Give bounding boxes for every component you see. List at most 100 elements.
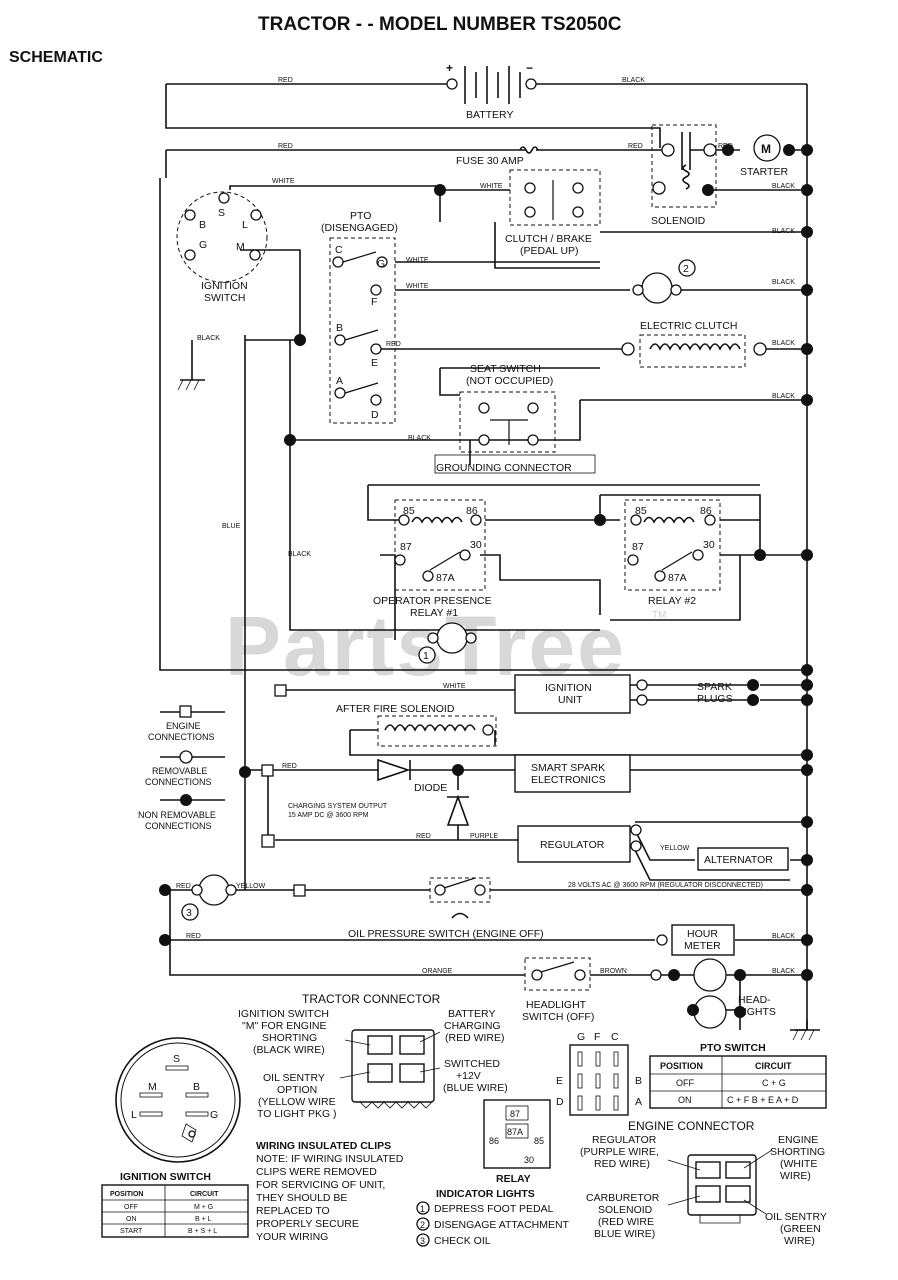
note-6: PROPERLY SECURE (256, 1218, 359, 1230)
wire-label-blue: BLUE (222, 523, 241, 530)
pto-term-g: G (377, 258, 385, 270)
solenoid: SOLENOID (651, 124, 717, 227)
relay-face-title: RELAY (496, 1173, 531, 1185)
tc-right-top-1: CHARGING (444, 1020, 501, 1032)
wire-label-white-1: WHITE (272, 178, 295, 185)
starter: M STARTER (722, 134, 813, 196)
headlight-switch-label-2: SWITCH (OFF) (522, 1011, 594, 1023)
wire-label-red-3: RED (628, 143, 643, 150)
ind-num-2: 2 (420, 1220, 425, 1230)
legend: ENGINE CONNECTIONS REMOVABLE CONNECTIONS… (138, 705, 225, 831)
headlights-label-1: HEAD- (738, 994, 771, 1006)
clutch-brake-switch: CLUTCH / BRAKE (PEDAL UP) (505, 169, 813, 257)
battery-minus: − (526, 61, 533, 75)
wire-label-brown: BROWN (600, 968, 627, 975)
ign-table-h-pos: POSITION (110, 1191, 143, 1198)
pto-switch-table: PTO SWITCH POSITION CIRCUIT OFF C + G ON… (649, 1042, 827, 1109)
pto-term-f: F (371, 296, 377, 308)
ign-table-r3-pos: START (120, 1228, 143, 1235)
tc-left-top-3: (BLACK WIRE) (253, 1044, 325, 1056)
pto-term-e: E (371, 357, 378, 369)
note-4: THEY SHOULD BE (256, 1192, 347, 1204)
tc-left-bot-1: OPTION (277, 1084, 317, 1096)
headlights-label-2: LIGHTS (738, 1006, 776, 1018)
relay-face-86: 86 (489, 1136, 499, 1146)
pto-table-r2-circ: C + F B + E A + D (727, 1095, 799, 1105)
indicator-lights-title: INDICATOR LIGHTS (436, 1188, 535, 1200)
oil-pressure-switch-label: OIL PRESSURE SWITCH (ENGINE OFF) (348, 928, 544, 940)
relay-2: 85 86 87 30 87A RELAY #2 (624, 499, 813, 607)
clutch-brake-label-1: CLUTCH / BRAKE (505, 233, 592, 245)
pto-face-g: G (577, 1031, 585, 1043)
wire-label-white-4: WHITE (406, 283, 429, 290)
wire-label-red-7: RED (416, 833, 431, 840)
after-fire-label: AFTER FIRE SOLENOID (336, 703, 455, 715)
watermark-tm: TM (652, 610, 666, 621)
legend-engine-2: CONNECTIONS (148, 732, 215, 742)
relay2-pin-87: 87 (632, 541, 644, 553)
starter-motor-m: M (761, 142, 771, 156)
indicator-3-num: 3 (186, 907, 192, 919)
battery-symbol: + − BATTERY (446, 61, 537, 121)
relay1-pin-85: 85 (403, 505, 415, 517)
relay-face-85: 85 (534, 1136, 544, 1146)
wire-label-red-8: RED (176, 883, 191, 890)
pto-face-f: F (594, 1031, 600, 1043)
fuse-label: FUSE 30 AMP (456, 155, 524, 167)
pto-term-d: D (371, 409, 379, 421)
relay-face-87: 87 (510, 1109, 520, 1119)
ign-label-2: SWITCH (204, 292, 245, 304)
page-subtitle: SCHEMATIC (9, 49, 103, 66)
ec-right-top-3: WIRE) (780, 1170, 811, 1182)
indicator-light-2: 2 (632, 259, 813, 304)
wire-label-yellow-2: YELLOW (236, 883, 266, 890)
battery-plus: + (446, 61, 453, 75)
ign-label-1: IGNITION (201, 280, 248, 292)
smart-spark: DIODE SMART SPARK ELECTRONICS (239, 754, 813, 826)
ec-right-top-1: SHORTING (770, 1146, 825, 1158)
pto-switch-schematic: PTO (DISENGAGED) C G F B E A D (321, 210, 398, 424)
pto-face-b: B (635, 1075, 642, 1087)
after-fire-solenoid: AFTER FIRE SOLENOID (336, 703, 813, 761)
relay2-label: RELAY #2 (648, 595, 696, 607)
grounding-connector-label: GROUNDING CONNECTOR (436, 462, 572, 474)
pto-table-r1-circ: C + G (762, 1078, 786, 1088)
pto-face-e: E (556, 1075, 563, 1087)
note-3: FOR SERVICING OF UNIT, (256, 1179, 385, 1191)
ign-term-m: M (236, 241, 245, 253)
pto-term-a: A (336, 375, 343, 387)
ind-num-1: 1 (420, 1204, 425, 1214)
pto-label-1: PTO (350, 210, 371, 222)
ign-term-b: B (199, 219, 206, 231)
indicator-lights-legend: INDICATOR LIGHTS 1 DEPRESS FOOT PEDAL 2 … (416, 1188, 570, 1247)
ec-left-top-0: REGULATOR (592, 1134, 657, 1146)
ec-right-top-2: (WHITE (780, 1158, 817, 1170)
wire-label-black-3: BLACK (772, 228, 795, 235)
wiring (159, 83, 820, 1041)
tc-left-bot-0: OIL SENTRY (263, 1072, 325, 1084)
wire-label-black-5: BLACK (197, 335, 220, 342)
note-0: WIRING INSULATED CLIPS (256, 1140, 391, 1152)
electric-clutch: ELECTRIC CLUTCH (621, 320, 813, 406)
ec-left-top-2: RED WIRE) (594, 1158, 650, 1170)
note-2: CLIPS WERE REMOVED (256, 1166, 377, 1178)
wire-label-black-11: BLACK (772, 968, 795, 975)
wire-label-red-5: RED (386, 341, 401, 348)
tc-right-top-2: (RED WIRE) (445, 1032, 505, 1044)
note-5: REPLACED TO (256, 1205, 330, 1217)
ec-right-bot-2: WIRE) (784, 1235, 815, 1247)
relay1-pin-87a: 87A (436, 572, 455, 584)
wire-label-black-9: BLACK (288, 551, 311, 558)
relay2-pin-87a: 87A (668, 572, 687, 584)
tc-left-top-0: IGNITION SWITCH (238, 1008, 329, 1020)
relay-face: 87 87A 86 85 30 RELAY (483, 1099, 551, 1185)
ign-face-s: S (173, 1053, 180, 1065)
note-1: NOTE: IF WIRING INSULATED (256, 1153, 404, 1165)
charging-output-1: CHARGING SYSTEM OUTPUT (288, 803, 388, 810)
wire-label-orange: ORANGE (422, 968, 453, 975)
pto-face-c: C (611, 1031, 619, 1043)
seat-switch-label-2: (NOT OCCUPIED) (466, 375, 553, 387)
indicator-2-num: 2 (683, 263, 689, 275)
ignition-unit: IGNITION UNIT SPARK PLUGS (274, 674, 813, 714)
wire-label-yellow-1: YELLOW (660, 845, 690, 852)
